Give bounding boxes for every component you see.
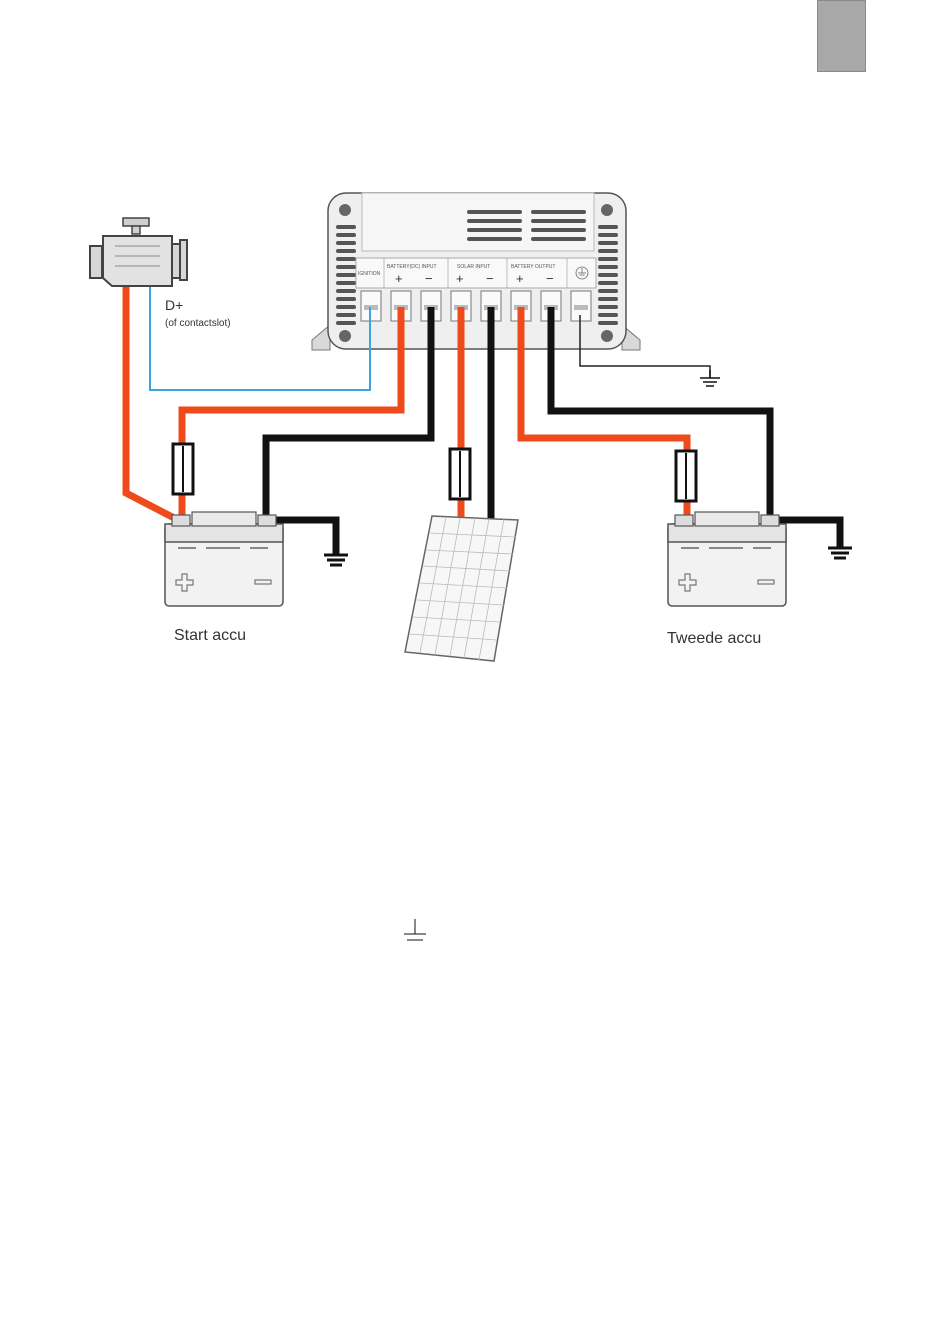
battery-output-plus: +	[516, 271, 524, 286]
second-battery-label: Tweede accu	[667, 630, 761, 647]
engine-positive-wire	[126, 280, 178, 520]
solar-input-plus: +	[456, 271, 464, 286]
fuse-icon	[450, 449, 470, 499]
battery-input-label: BATTERY(DC) INPUT	[387, 264, 437, 270]
battery-input-plus: +	[395, 271, 403, 286]
engine-icon	[90, 218, 187, 286]
battery-icon	[668, 512, 786, 606]
ground-icon	[828, 548, 852, 558]
solar-input-minus: −	[486, 271, 494, 286]
battery-input-minus: −	[425, 271, 433, 286]
d-plus-label: D+	[165, 297, 183, 313]
ground-icon	[404, 919, 426, 940]
fuse-icon	[676, 451, 696, 501]
ground-icon	[324, 555, 348, 565]
d-plus-note: (of contactslot)	[165, 318, 231, 329]
ground-icon	[700, 370, 720, 386]
ignition-label: IGNITION	[358, 271, 381, 277]
battery-output-minus: −	[546, 271, 554, 286]
battery-output-label: BATTERY OUTPUT	[511, 264, 555, 270]
battery-icon	[165, 512, 283, 606]
fuse-icon	[173, 444, 193, 494]
start-battery-label: Start accu	[174, 627, 246, 644]
charge-controller: IGNITION BATTERY(DC) INPUT SOLAR INPUT B…	[312, 193, 640, 350]
solar-panel-icon	[405, 516, 518, 661]
solar-input-label: SOLAR INPUT	[457, 264, 490, 270]
